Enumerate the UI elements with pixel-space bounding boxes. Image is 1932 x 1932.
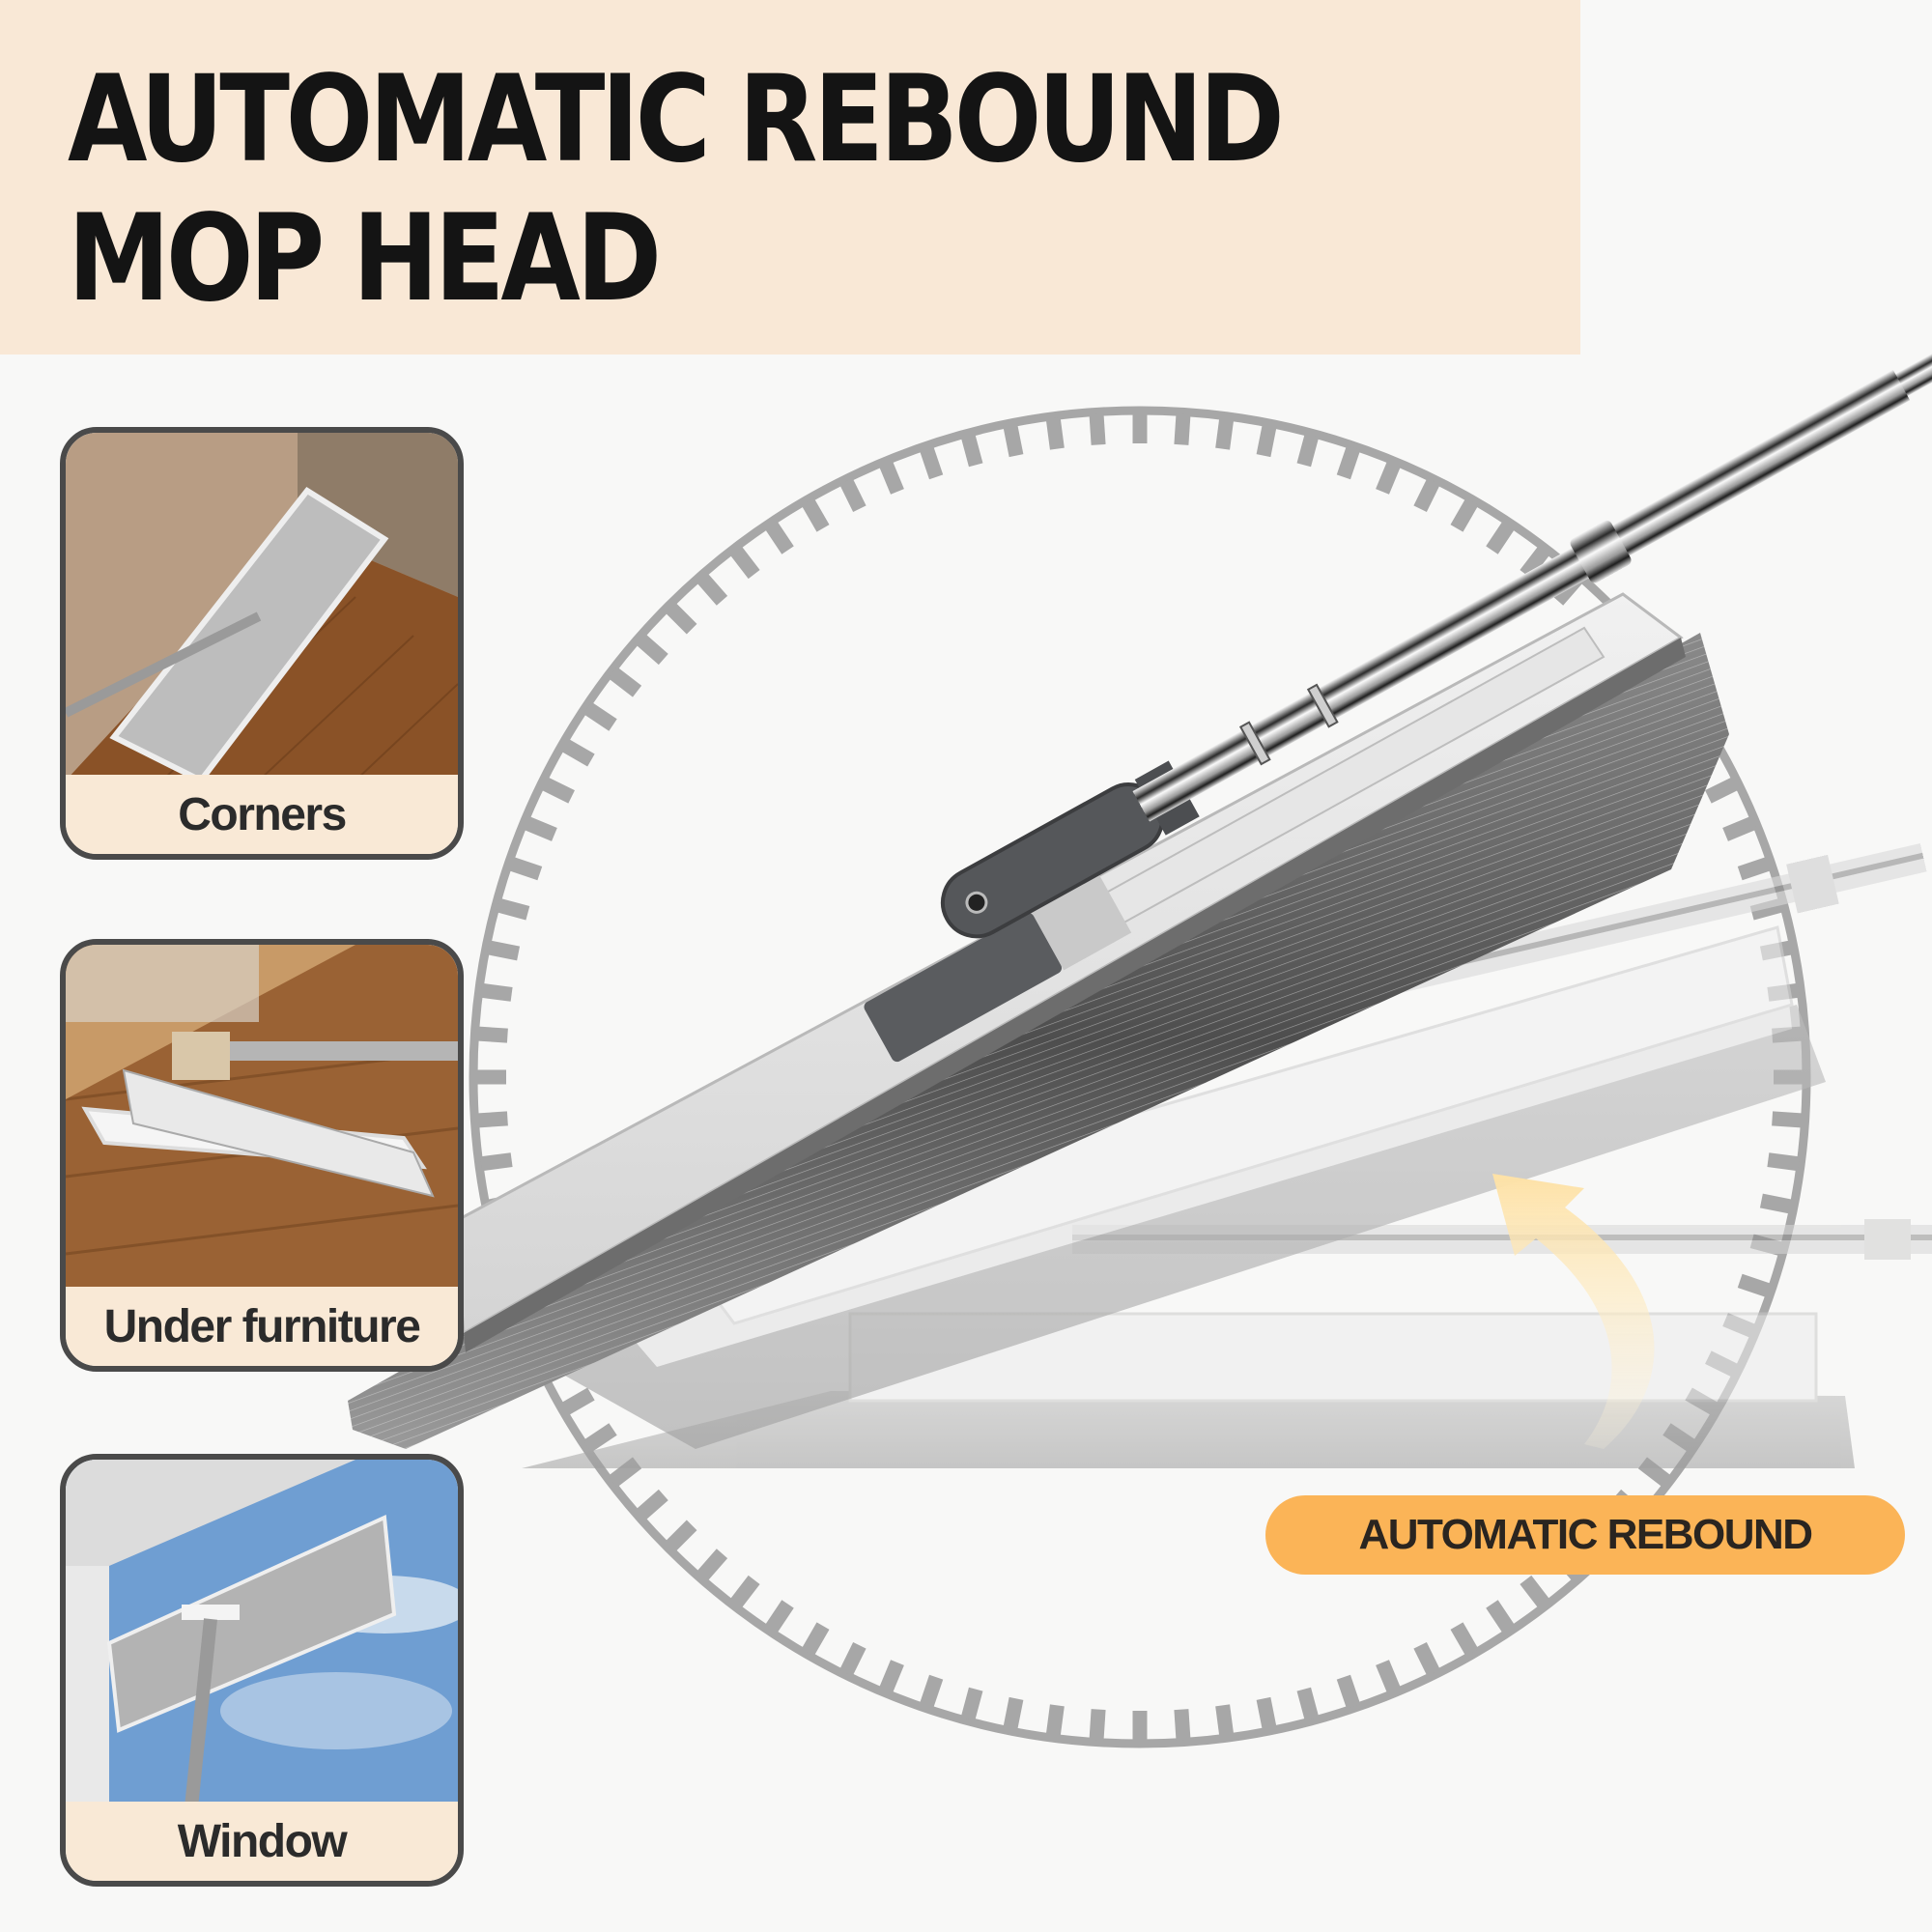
title-line-1: AUTOMATIC REBOUND xyxy=(68,50,1285,189)
automatic-rebound-badge: AUTOMATIC REBOUND xyxy=(1265,1495,1905,1575)
title-line-2: MOP HEAD xyxy=(68,189,662,328)
usecase-panel-window: Window xyxy=(60,1454,464,1887)
ghost-mop-mid xyxy=(541,843,1927,1449)
under-furniture-scene-image xyxy=(66,945,458,1293)
usecase-label: Corners xyxy=(66,775,458,854)
usecase-panel-under-furniture: Under furniture xyxy=(60,939,464,1372)
window-scene-image xyxy=(66,1460,458,1807)
usecase-label: Window xyxy=(66,1802,458,1881)
usecase-label: Under furniture xyxy=(66,1287,458,1366)
rebound-arrow-icon xyxy=(1492,1174,1655,1449)
corners-scene-image xyxy=(66,433,458,781)
usecase-panel-corners: Corners xyxy=(60,427,464,860)
main-mop xyxy=(348,233,1932,1449)
